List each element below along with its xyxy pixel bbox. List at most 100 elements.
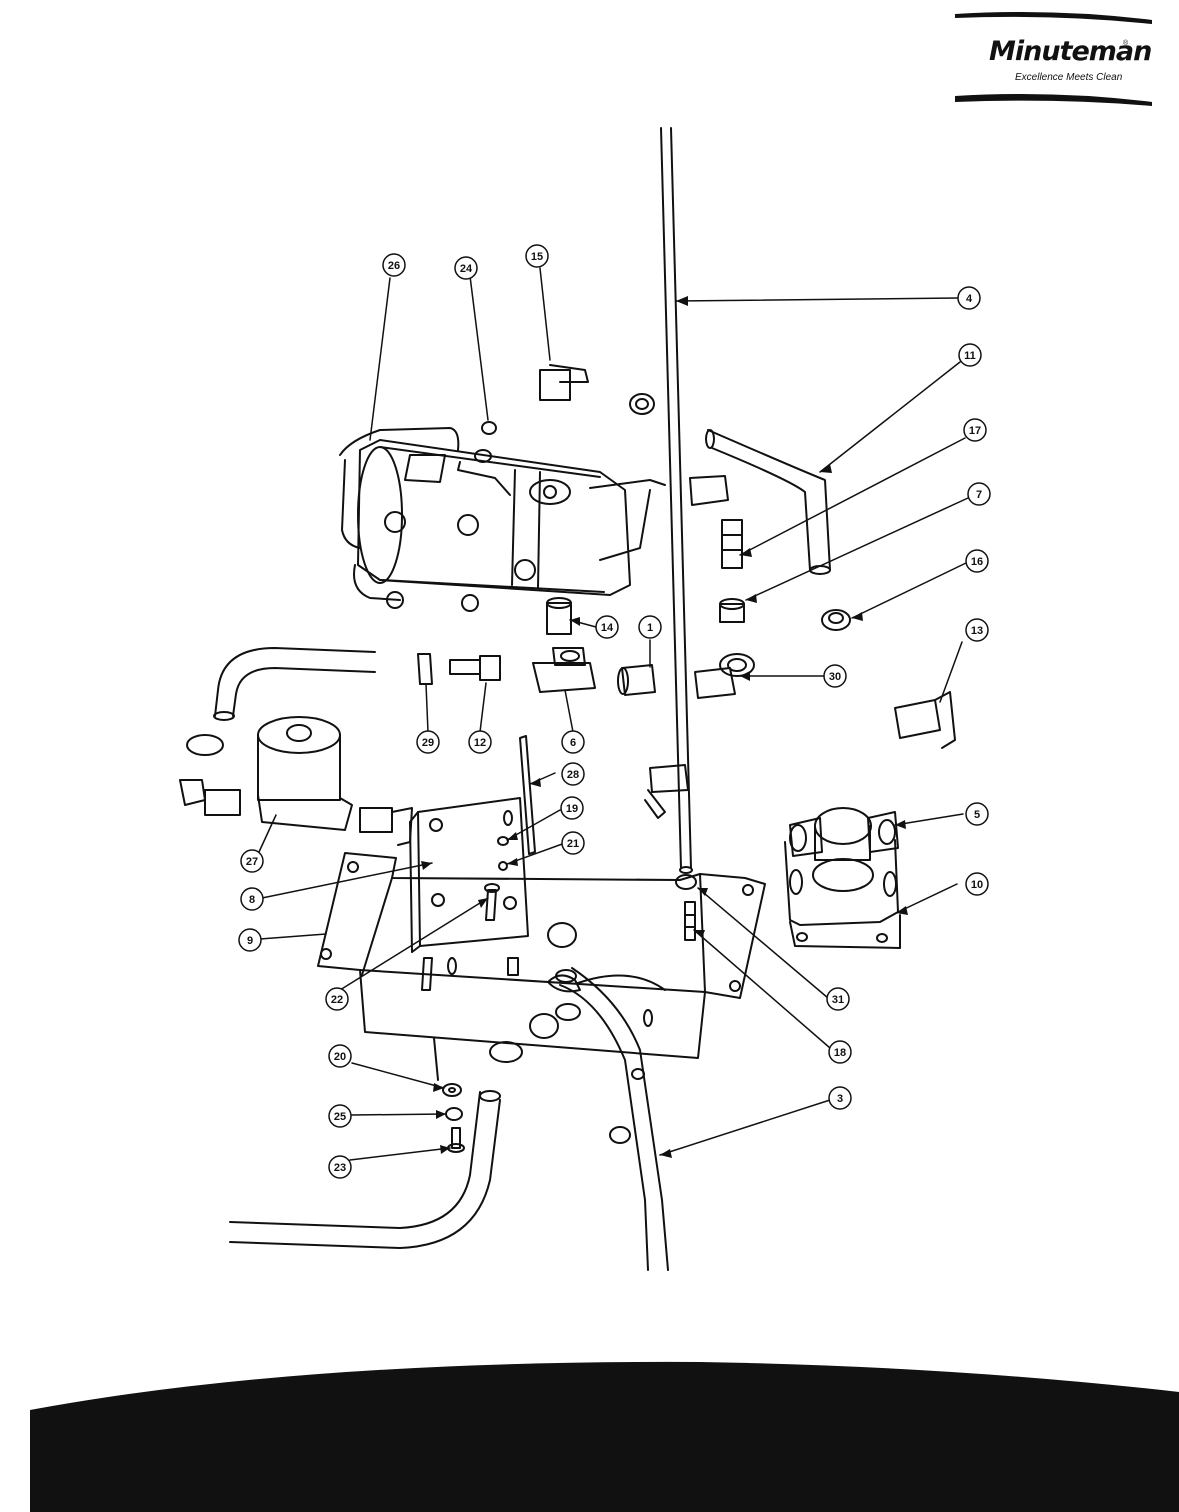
callout-4: 4: [957, 286, 981, 310]
callout-number: 15: [531, 251, 543, 263]
clip-29: [417, 653, 433, 685]
hose-upper-left: [213, 647, 376, 721]
callout-number: 26: [388, 260, 400, 272]
callout-3: 3: [828, 1086, 852, 1110]
small-clamp: [629, 393, 655, 415]
callout-number: 11: [964, 350, 976, 362]
callout-11: 11: [958, 343, 982, 367]
callout-labels: 1345678910111213141516171819202122232425…: [238, 244, 991, 1179]
callout-14: 14: [595, 615, 619, 639]
callout-10: 10: [965, 872, 989, 896]
callout-number: 10: [971, 879, 983, 891]
callout-number: 25: [334, 1111, 346, 1123]
elbow-fitting-center: [644, 764, 689, 819]
callout-number: 4: [966, 293, 973, 305]
callout-number: 28: [567, 769, 579, 781]
callout-12: 12: [468, 730, 492, 754]
callout-number: 24: [460, 263, 473, 275]
callout-bubble: [828, 1086, 852, 1110]
callout-25: 25: [328, 1104, 352, 1128]
callout-22: 22: [325, 987, 349, 1011]
callout-number: 22: [331, 994, 343, 1006]
callout-20: 20: [328, 1044, 352, 1068]
callout-bubble: [957, 286, 981, 310]
coupling-1: [617, 664, 656, 696]
callout-bubble: [328, 1044, 352, 1068]
callout-number: 21: [567, 838, 579, 850]
callout-21: 21: [561, 831, 585, 855]
callout-number: 13: [971, 625, 983, 637]
callout-6: 6: [561, 730, 585, 754]
callout-bubble: [823, 664, 847, 688]
callout-bubble: [828, 1040, 852, 1064]
elbow-fitting-30: [694, 653, 755, 699]
callout-bubble: [561, 831, 585, 855]
callout-bubble: [638, 615, 662, 639]
callout-number: 5: [974, 809, 980, 821]
bracket-8: [409, 797, 529, 953]
callout-number: 27: [246, 856, 258, 868]
hose-clamp-left: [186, 734, 224, 756]
callout-18: 18: [828, 1040, 852, 1064]
bent-hose-11: [705, 429, 831, 575]
elbow-fitting-13: [894, 691, 956, 749]
callout-bubble: [468, 730, 492, 754]
callout-bubble: [826, 987, 850, 1011]
callout-number: 8: [249, 894, 255, 906]
callout-number: 14: [601, 622, 614, 634]
callout-13: 13: [965, 618, 989, 642]
callout-bubble: [416, 730, 440, 754]
callout-bubble: [595, 615, 619, 639]
callout-number: 12: [474, 737, 486, 749]
callout-number: 31: [832, 994, 844, 1006]
callout-bubble: [525, 244, 549, 268]
callout-bubble: [325, 987, 349, 1011]
callout-number: 6: [570, 737, 576, 749]
washers-bolt-20-25-23: [442, 1083, 465, 1153]
callout-bubble: [240, 887, 264, 911]
bushing-7: [719, 598, 745, 623]
bolt-22: [484, 883, 500, 921]
callout-bubble: [328, 1104, 352, 1128]
callout-27: 27: [240, 849, 264, 873]
barb-fitting-12: [449, 655, 501, 681]
callout-bubble: [560, 796, 584, 820]
callout-bubble: [965, 802, 989, 826]
hose-lower-left: [229, 1090, 501, 1249]
callout-15: 15: [525, 244, 549, 268]
callout-26: 26: [382, 253, 406, 277]
tee-fitting-6: [532, 647, 596, 693]
callout-number: 16: [971, 556, 983, 568]
callout-29: 29: [416, 730, 440, 754]
callout-number: 17: [969, 425, 981, 437]
callout-number: 30: [829, 671, 841, 683]
callout-number: 19: [566, 803, 578, 815]
callout-5: 5: [965, 802, 989, 826]
callout-number: 7: [976, 489, 982, 501]
fitting-31: [675, 874, 697, 890]
brand-swoosh-icon: [955, 12, 1152, 106]
callout-bubble: [382, 253, 406, 277]
callout-7: 7: [967, 482, 991, 506]
callout-number: 23: [334, 1162, 346, 1174]
long-vertical-tube: [660, 127, 693, 874]
clamp-16: [821, 609, 851, 631]
callout-bubble: [561, 730, 585, 754]
callout-number: 3: [837, 1093, 843, 1105]
pump-assembly: [339, 427, 729, 612]
callout-number: 20: [334, 1051, 346, 1063]
base-plate-9: [317, 852, 766, 1059]
callout-9: 9: [238, 928, 262, 952]
callout-bubble: [963, 418, 987, 442]
callout-bubble: [240, 849, 264, 873]
brand-tagline: Excellence Meets Clean: [1015, 72, 1123, 83]
fitting-18: [684, 901, 696, 941]
brand-name: Minuteman: [989, 36, 1152, 67]
callout-bubble: [965, 872, 989, 896]
callout-bubble: [958, 343, 982, 367]
rod-28: [519, 735, 536, 855]
callout-19: 19: [560, 796, 584, 820]
callout-number: 9: [247, 935, 253, 947]
